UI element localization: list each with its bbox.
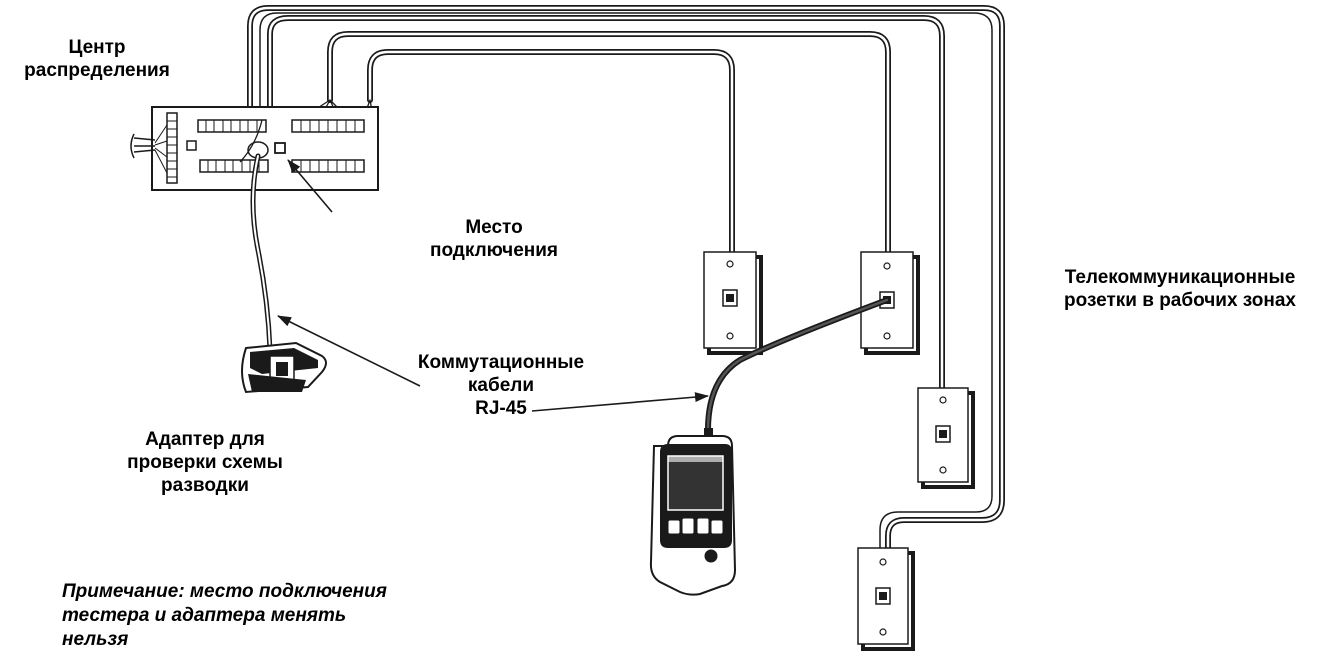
label-patch-cables: Коммутационные кабели RJ-45 <box>417 352 585 419</box>
label-wiremap-adapter: Адаптер для проверки схемы разводки <box>127 429 283 496</box>
cable-to-outlet-4-inner <box>259 12 993 549</box>
panel-left-jacks <box>154 112 178 184</box>
tester-power-button <box>704 549 718 563</box>
horizontal-cables <box>247 5 1005 551</box>
arrow-patch-tester <box>531 392 709 412</box>
cable-to-outlet-2 <box>327 31 891 255</box>
note-text: Примечание: место подключения тестера и … <box>62 581 387 650</box>
backbone-cable <box>133 137 156 153</box>
arrow-patch-adapter <box>277 315 421 387</box>
label-distribution-center: Центр распределения <box>24 37 170 81</box>
panel-single-jack <box>186 140 197 151</box>
panel-jack-row-top-left <box>197 119 267 133</box>
patch-panel <box>130 106 379 191</box>
arrow-connection-point <box>287 159 333 213</box>
panel-jack-row-top-right <box>291 119 365 133</box>
wall-outlet-4 <box>857 547 915 651</box>
cable-to-outlet-3 <box>267 15 945 391</box>
panel-jack-row-bottom-left <box>199 159 269 173</box>
annotation-arrows <box>277 159 709 412</box>
patch-cable-tester <box>704 297 890 438</box>
tester-screen <box>667 455 724 511</box>
wall-outlet-1 <box>703 251 763 355</box>
label-connection-point: Место подключения <box>429 217 559 261</box>
wall-outlet-2 <box>860 251 920 355</box>
cable-tester-device <box>649 435 737 596</box>
cable-to-outlet-1 <box>367 49 735 325</box>
wall-outlet-3 <box>917 387 975 489</box>
wiremap-adapter-device <box>241 341 327 394</box>
label-telecom-outlets: Телекоммуникационные розетки в рабочих з… <box>1064 267 1296 311</box>
panel-jack-row-bottom-right <box>291 159 365 173</box>
patch-cable-adapter <box>250 153 273 353</box>
cable-to-outlet-4 <box>247 5 1005 551</box>
connection-point-jack <box>274 142 286 154</box>
